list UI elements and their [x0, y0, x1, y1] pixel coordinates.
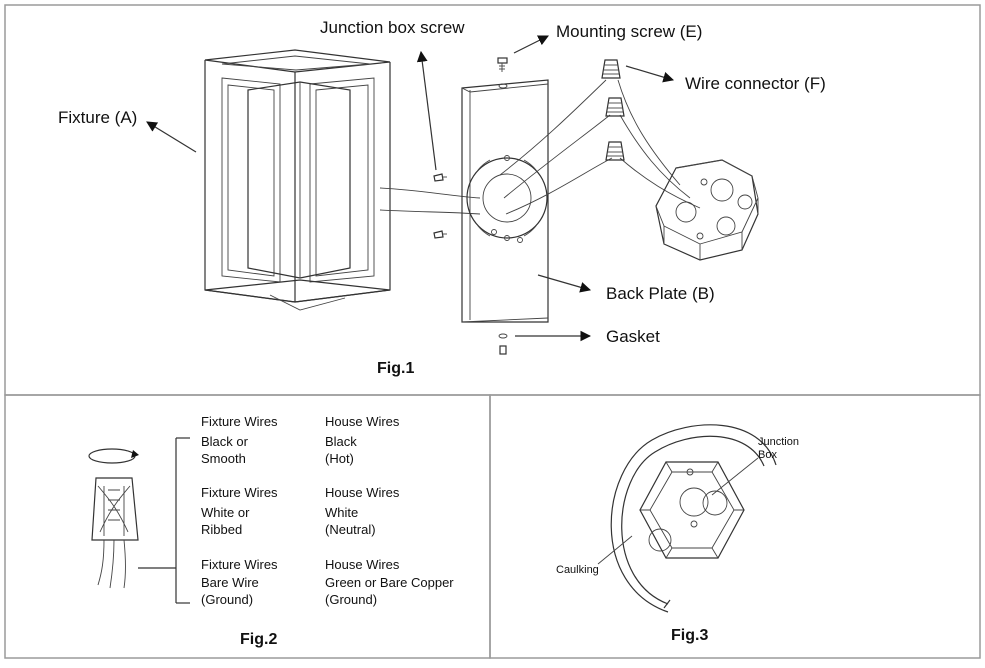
- fig3-junction-label-line2: Box: [758, 449, 777, 461]
- twist-icon: [88, 448, 139, 464]
- row2-fixture-line1: White or: [201, 505, 250, 520]
- gasket-drawing: [498, 333, 508, 355]
- wire-connector-pointer: [625, 65, 675, 83]
- junction-screw-label: Junction box screw: [320, 18, 465, 37]
- gasket-label: Gasket: [606, 327, 660, 346]
- mounting-screw-drawing: [497, 57, 508, 72]
- junction-screw-pointer: [416, 50, 437, 171]
- fig3-junction-box: [639, 461, 745, 559]
- back-plate-label: Back Plate (B): [606, 284, 715, 303]
- caulking-inner: [621, 435, 765, 605]
- row1-fixture-head: Fixture Wires: [201, 414, 278, 429]
- fig1: Fixture (A) Junction box screw: [58, 18, 826, 355]
- mounting-screw-pointer: [513, 35, 549, 54]
- wire-connectors: [601, 59, 625, 161]
- panel-frames: [4, 4, 981, 659]
- row3-fixture-head: Fixture Wires: [201, 557, 278, 572]
- row3-house-head: House Wires: [325, 557, 400, 572]
- row2-house-line1: White: [325, 505, 358, 520]
- fig2: Fixture Wires Black or Smooth House Wire…: [88, 414, 454, 607]
- fig1-panel: [4, 4, 981, 396]
- row1-fixture-line1: Black or: [201, 434, 249, 449]
- row3-fixture-line1: Bare Wire: [201, 575, 259, 590]
- row1-house-line2: (Hot): [325, 451, 354, 466]
- wire-connector-label: Wire connector (F): [685, 74, 826, 93]
- junction-box-drawing: [655, 159, 759, 261]
- fig3: [597, 424, 777, 613]
- row2-fixture-head: Fixture Wires: [201, 485, 278, 500]
- junction-box-leader: [711, 457, 759, 496]
- fixture-drawing: [204, 49, 391, 311]
- fixture-pointer: [146, 121, 197, 153]
- fixture-label: Fixture (A): [58, 108, 137, 127]
- house-wires: [499, 79, 701, 215]
- row2-house-head: House Wires: [325, 485, 400, 500]
- row3-house-line1: Green or Bare Copper: [325, 575, 454, 590]
- caulking-leader: [597, 535, 633, 565]
- back-plate-drawing: [461, 79, 549, 323]
- row1-fixture-line2: Smooth: [201, 451, 246, 466]
- row2-house-line2: (Neutral): [325, 522, 376, 537]
- fig3-junction-label-line1: Junction: [758, 436, 799, 448]
- fig3-caption: Fig.3: [671, 627, 708, 644]
- mounting-screw-label: Mounting screw (E): [556, 22, 702, 41]
- row3-fixture-line2: (Ground): [201, 592, 253, 607]
- wire-bracket: [138, 437, 190, 604]
- row3-house-line2: (Ground): [325, 592, 377, 607]
- caulking-outer: [610, 424, 777, 613]
- junction-box-screws: [433, 173, 447, 239]
- fig2-caption: Fig.2: [240, 631, 277, 648]
- row1-house-head: House Wires: [325, 414, 400, 429]
- fig1-caption: Fig.1: [377, 360, 414, 377]
- fig3-panel: [489, 394, 981, 659]
- fig3-caulking-label: Caulking: [556, 564, 599, 576]
- row1-house-line1: Black: [325, 434, 357, 449]
- back-plate-pointer: [537, 274, 592, 293]
- twisted-wires-drawing: [91, 477, 139, 589]
- row2-fixture-line2: Ribbed: [201, 522, 242, 537]
